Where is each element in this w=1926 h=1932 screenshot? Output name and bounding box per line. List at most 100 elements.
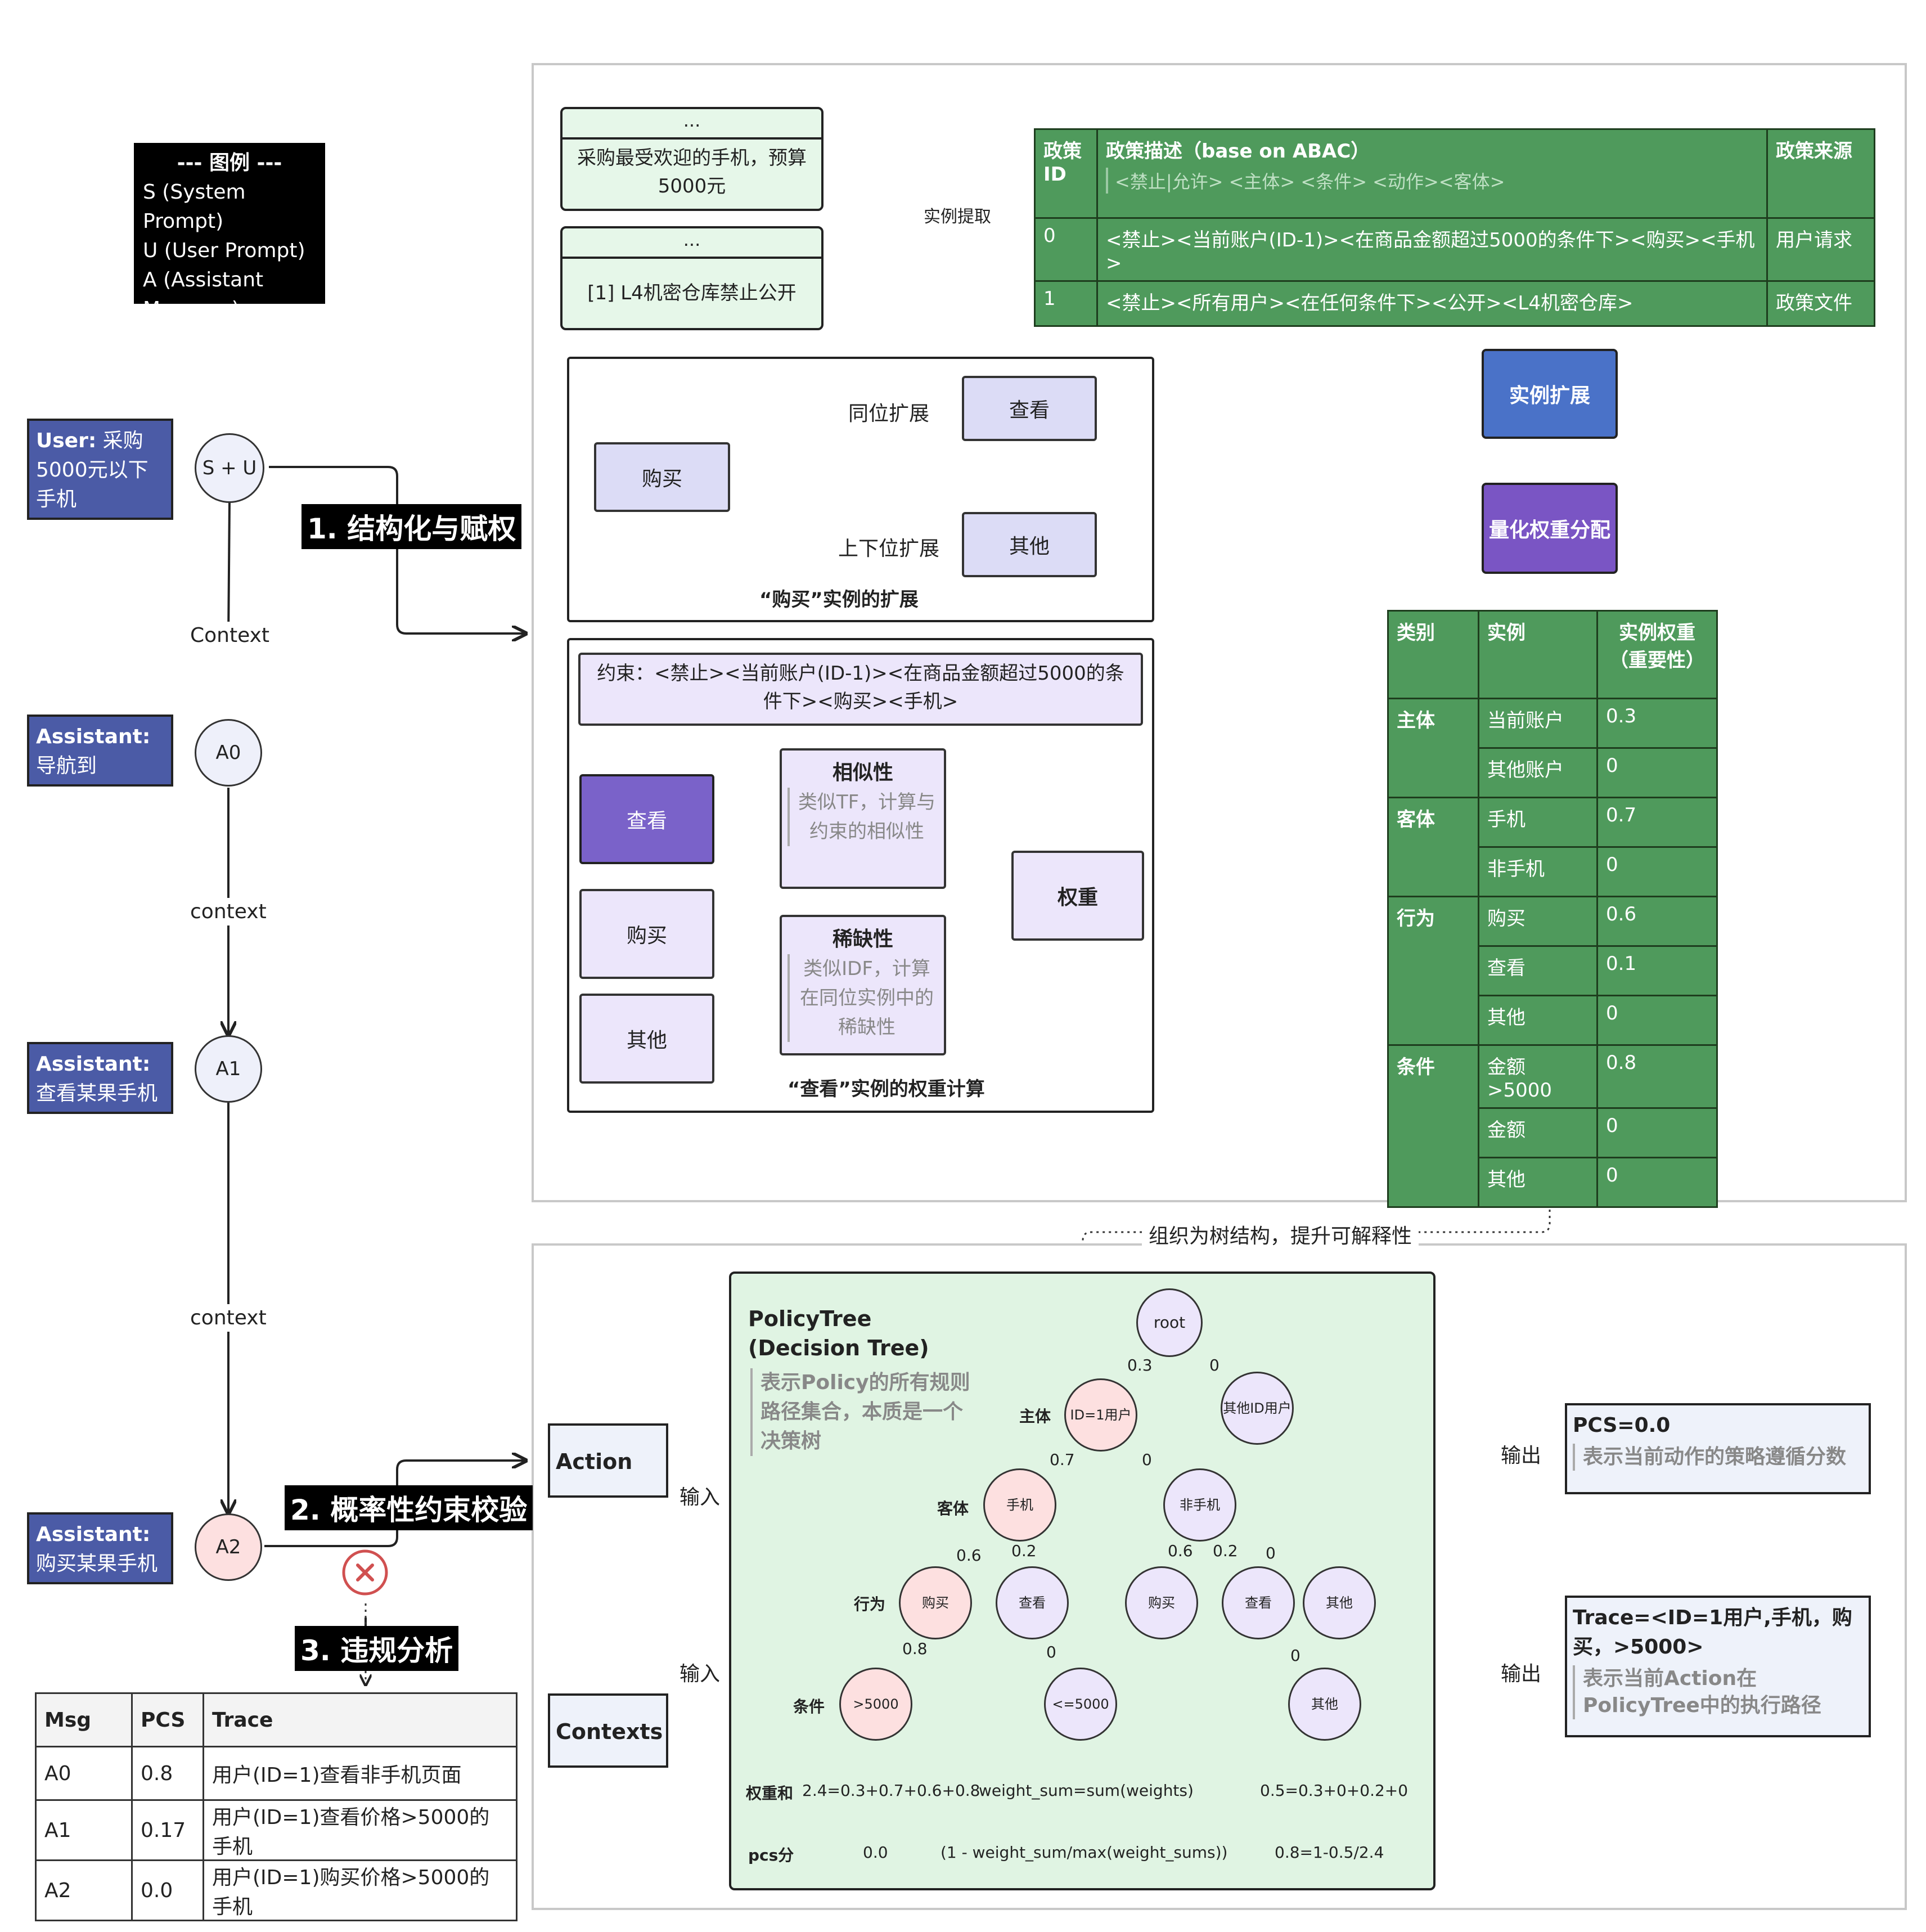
header-trace: Trace — [202, 1692, 518, 1747]
header-category: 类别 — [1387, 610, 1479, 699]
pcs-output-box: PCS=0.0 表示当前动作的策略遵循分数 — [1565, 1403, 1871, 1494]
weight-value: 0.1 — [1596, 945, 1718, 996]
header-weight: 实例权重（重要性） — [1596, 610, 1718, 699]
legend-line: Message) — [143, 298, 240, 321]
weight-instance: 其他账户 — [1478, 747, 1598, 798]
trace-table: Msg PCS Trace A0 0.8 用户(ID=1)查看非手机页面 A1 … — [35, 1692, 518, 1921]
trace-table-header: Msg PCS Trace — [35, 1692, 518, 1747]
edge-weight: 0.6 — [956, 1546, 982, 1565]
pcs-score-label: 0.8=1-0.5/2.4 — [1275, 1843, 1384, 1862]
table-row: 行为 购买 0.6 — [1387, 896, 1718, 1046]
legend-line: U (User Prompt) — [143, 239, 305, 262]
weight-value: 0 — [1596, 747, 1718, 798]
policy-desc: <禁止><当前账户(ID-1)><在商品金额超过5000的条件下><购买><手机… — [1096, 217, 1768, 282]
weight-instance: 金额>5000 — [1478, 1044, 1598, 1109]
node-a1: A1 — [195, 1035, 262, 1103]
table-row: 其他 0 — [1388, 995, 1718, 1046]
output-label: 输出 — [1501, 1657, 1542, 1687]
weight-value: 0 — [1596, 1107, 1718, 1158]
tree-node-otherid: 其他ID用户 — [1221, 1372, 1294, 1445]
edge-weight: 0 — [1046, 1643, 1056, 1661]
edge-weight: 0 — [1142, 1450, 1152, 1469]
header-policy-desc: 政策描述（base on ABAC） <禁止|允许> <主体> <条件> <动作… — [1096, 128, 1768, 219]
header-desc-title: 政策描述（base on ABAC） — [1106, 140, 1370, 163]
constraint-box: 约束：<禁止><当前账户(ID-1)><在商品金额超过5000的条件下><购买>… — [578, 653, 1143, 726]
pcs-score-label: 0.0 — [863, 1843, 888, 1862]
weight-instance: 手机 — [1478, 797, 1598, 848]
weight-instance: 其他 — [1478, 995, 1598, 1046]
step1-label: 1. 结构化与赋权 — [302, 504, 522, 549]
branch-label-hierarchy: 上下位扩展 — [838, 537, 940, 560]
weight-value: 0.3 — [1596, 698, 1718, 749]
branch-label-sibling: 同位扩展 — [848, 402, 930, 425]
action-box: Action — [548, 1423, 668, 1498]
legend: --- 图例 --- S (System Prompt) U (User Pro… — [134, 143, 325, 321]
edge-weight: 0.3 — [1127, 1356, 1153, 1374]
edge-weight: 0 — [1209, 1356, 1220, 1374]
weight-value: 0 — [1596, 1157, 1718, 1208]
input-label: 输入 — [680, 1657, 721, 1687]
weight-input-buy: 购买 — [579, 889, 714, 979]
node-a0: A0 — [195, 719, 262, 787]
assistant-text: 购买某果手机 — [36, 1552, 158, 1575]
assistant-text: 查看某果手机 — [36, 1082, 158, 1105]
note-head: ... — [562, 228, 821, 259]
node-su: S + U — [195, 433, 264, 503]
trace-cell: 用户(ID=1)购买价格>5000的手机 — [202, 1859, 518, 1921]
output-label: 输出 — [1501, 1439, 1542, 1468]
weight-input-view: 查看 — [579, 774, 714, 864]
header-msg: Msg — [35, 1692, 133, 1747]
weight-sum-label: 0.5=0.3+0+0.2+0 — [1260, 1781, 1408, 1800]
policy-tree-title: PolicyTree (Decision Tree) — [748, 1306, 929, 1360]
trace-cell: 用户(ID=1)查看价格>5000的手机 — [202, 1799, 518, 1861]
legend-line: S (System Prompt) — [143, 181, 246, 233]
user-label: User: — [36, 429, 97, 452]
weight-category: 客体 — [1387, 797, 1479, 897]
table-row: 1 <禁止><所有用户><在任何条件下><公开><L4机密仓库> 政策文件 — [1034, 280, 1875, 327]
tree-node-root: root — [1136, 1288, 1203, 1357]
tree-node-nonphone: 非手机 — [1163, 1468, 1236, 1542]
legend-line: A (Assistant — [143, 268, 264, 291]
table-row: 其他账户 0 — [1388, 747, 1718, 798]
tree-node-other: 其他 — [1303, 1566, 1376, 1639]
tree-node-buy: 购买 — [899, 1566, 972, 1639]
node-a2: A2 — [195, 1513, 262, 1581]
expand-target-view: 查看 — [962, 376, 1097, 441]
trace-cell: 用户(ID=1)查看非手机页面 — [202, 1746, 518, 1801]
step3-label: 3. 违规分析 — [295, 1626, 459, 1671]
scarcity-title: 稀缺性 — [832, 928, 893, 951]
header-desc-subtitle: <禁止|允许> <主体> <条件> <动作><客体> — [1106, 168, 1758, 194]
pcs-output-desc: 表示当前动作的策略遵循分数 — [1573, 1444, 1863, 1471]
weight-category: 行为 — [1387, 896, 1479, 1046]
assistant-text: 导航到xxx.com — [36, 754, 122, 807]
level-sum: 权重和 — [746, 1784, 794, 1803]
trace-cell: A0 — [35, 1746, 133, 1801]
legend-title: --- 图例 --- — [177, 151, 282, 174]
instance-expand-step: 实例扩展 — [1482, 349, 1618, 439]
trace-cell: A2 — [35, 1859, 133, 1921]
policy-source: 政策文件 — [1766, 280, 1875, 327]
trace-output-desc: 表示当前Action在PolicyTree中的执行路径 — [1573, 1665, 1863, 1719]
similarity-box: 相似性 类似TF，计算与约束的相似性 — [780, 748, 946, 889]
edge-weight: 0.2 — [1011, 1542, 1037, 1560]
weight-category: 条件 — [1387, 1044, 1479, 1208]
table-row: 金额 0 — [1388, 1107, 1718, 1158]
edge-weight: 0.8 — [902, 1639, 928, 1658]
weight-sum-label: weight_sum=sum(weights) — [979, 1781, 1194, 1800]
policy-tree-desc: 表示Policy的所有规则路径集合，本质是一个决策树 — [750, 1368, 975, 1456]
trace-output-title: Trace=<ID=1用户,手机，购买，>5000> — [1573, 1606, 1852, 1659]
assistant-label: Assistant: — [36, 1523, 151, 1546]
edge-weight: 0.6 — [1168, 1542, 1193, 1560]
table-row: 查看 0.1 — [1388, 945, 1718, 996]
weight-instance: 购买 — [1478, 896, 1598, 947]
tree-node-le5000: <=5000 — [1044, 1668, 1117, 1741]
policy-desc: <禁止><所有用户><在任何条件下><公开><L4机密仓库> — [1096, 280, 1768, 327]
weight-value: 0.8 — [1596, 1044, 1718, 1109]
pcs-score-label: (1 - weight_sum/max(weight_sums)) — [940, 1843, 1228, 1862]
input-label: 输入 — [680, 1481, 721, 1510]
weighting-caption: “查看”实例的权重计算 — [788, 1078, 985, 1100]
trace-cell: A1 — [35, 1799, 133, 1861]
tree-node-gt5000: >5000 — [839, 1668, 912, 1741]
note-body: 采购最受欢迎的手机，预算5000元 — [577, 147, 807, 197]
policy-id: 1 — [1034, 280, 1098, 327]
